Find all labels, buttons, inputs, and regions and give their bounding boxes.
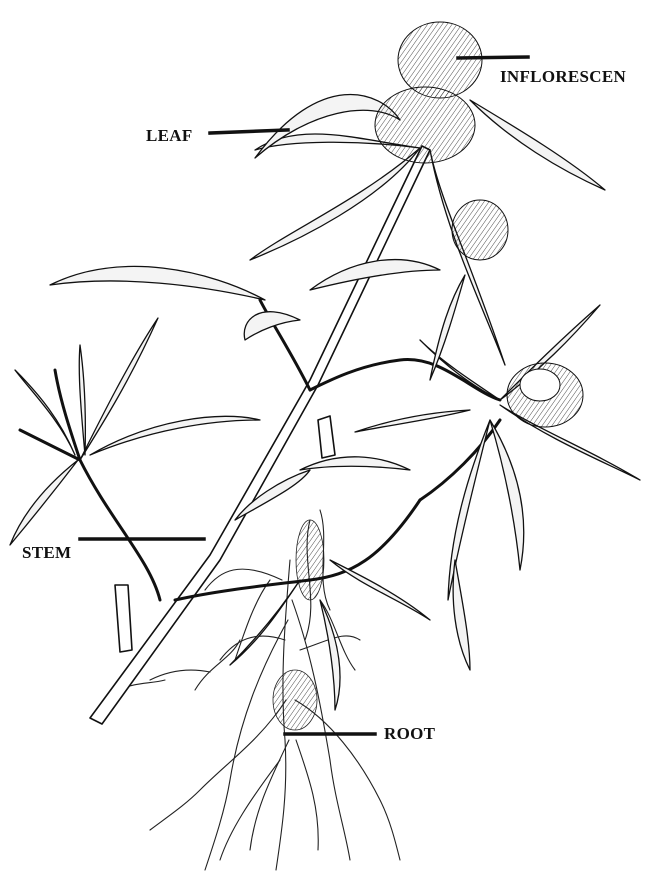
leaf-label: LEAF [146,126,193,146]
root-hair-cluster [273,520,324,730]
stem-label: STEM [22,543,71,563]
branches [20,300,500,600]
inflorescence-pointer-line [458,57,528,58]
root-label: ROOT [384,724,435,744]
inflorescence-label: INFLORESCEN [500,67,626,87]
